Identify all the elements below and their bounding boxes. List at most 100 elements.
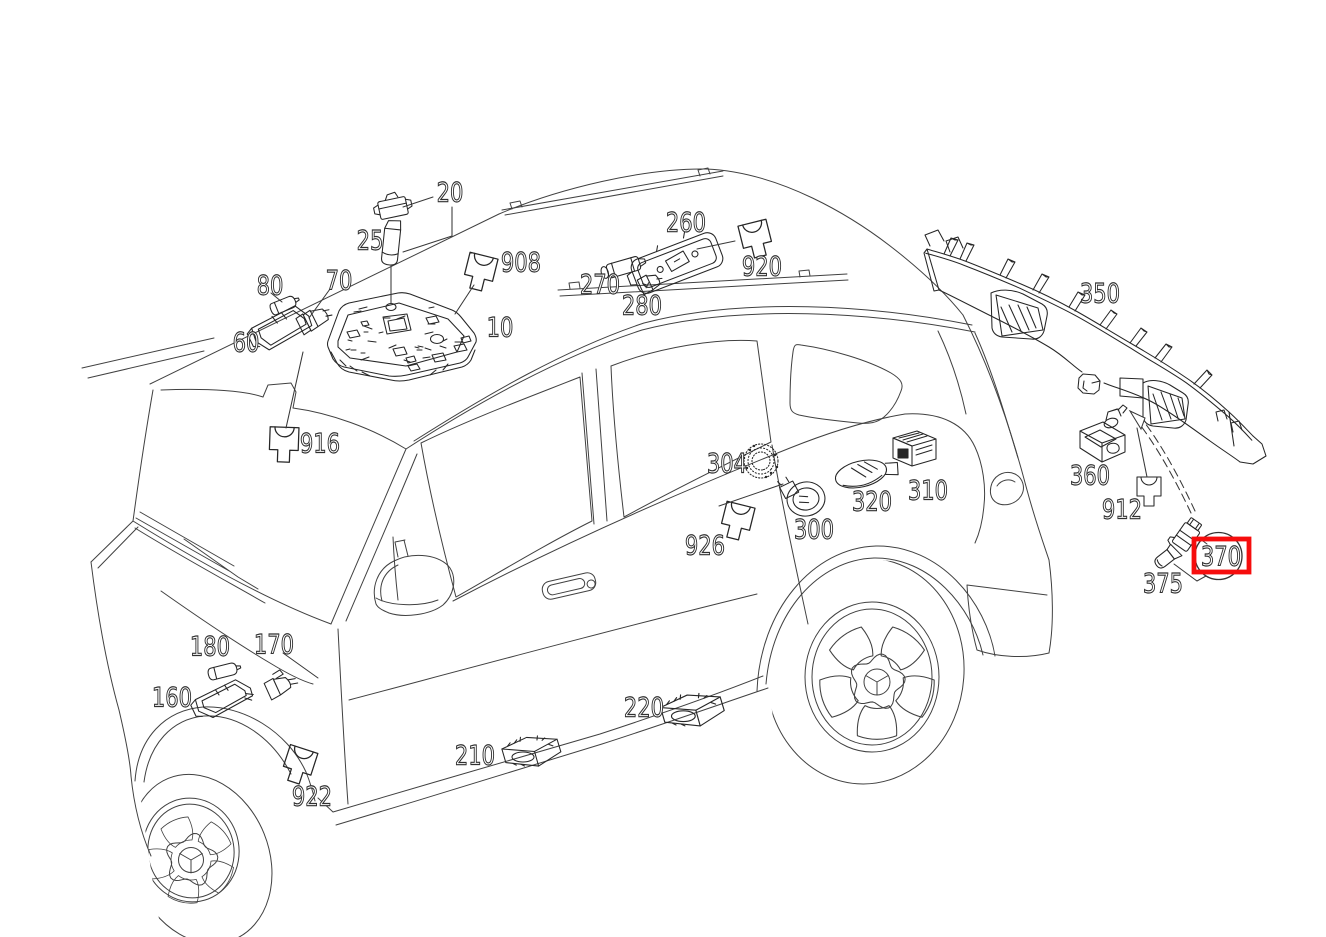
part-20-bulb-socket: [373, 191, 413, 220]
part-label-220[interactable]: 220: [623, 692, 664, 724]
drawing-line: [1084, 429, 1117, 448]
part-310-switch: [892, 430, 937, 467]
front-window-divider: [392, 536, 399, 601]
install-arrow-dashed-2: [1144, 422, 1196, 512]
part-label-304[interactable]: 304: [706, 448, 747, 480]
roof-rail-near-feet: [568, 269, 811, 290]
car-belt-line: [452, 413, 906, 602]
part-label-10[interactable]: 10: [486, 312, 514, 344]
leader-375-circle: [1173, 563, 1207, 582]
part-label-170[interactable]: 170: [253, 629, 294, 661]
rear-bumper: [966, 559, 1053, 658]
drawing-line: [382, 313, 412, 335]
drawing-line: [345, 306, 464, 363]
drawing-circle: [743, 443, 779, 479]
door-crease: [348, 593, 758, 701]
drawing-line: [798, 495, 810, 504]
drawing-line: [1106, 442, 1120, 454]
drawing-circle: [656, 265, 664, 273]
side-mirror-stem: [394, 539, 409, 558]
part-label-210[interactable]: 210: [454, 740, 495, 772]
drawing-line: [642, 277, 663, 289]
leader-20: [402, 196, 434, 208]
drawing-line: [295, 309, 319, 336]
drawing-line: [346, 315, 472, 372]
leader-908: [454, 284, 475, 315]
part-label-270[interactable]: 270: [579, 269, 620, 301]
part-label-922[interactable]: 922: [291, 781, 332, 813]
drawing-line: [884, 462, 899, 476]
part-180-bulb: [207, 662, 242, 681]
leader-920: [696, 240, 736, 250]
highlight-box: [1191, 536, 1252, 575]
part-label-360[interactable]: 360: [1069, 460, 1110, 492]
drawing-ellipse: [786, 481, 826, 517]
drawing-line: [842, 474, 883, 487]
part-label-912[interactable]: 912: [1101, 494, 1142, 526]
drawing-ellipse: [811, 608, 933, 746]
drawing-line: [339, 359, 449, 377]
drawing-line: [213, 665, 242, 680]
drawing-symbol: [892, 670, 939, 719]
drawing-line: [915, 444, 933, 456]
part-label-60[interactable]: 60: [232, 327, 260, 359]
car-b-pillar: [581, 368, 608, 525]
car-cowl: [132, 520, 332, 625]
drawing-line: [1077, 373, 1101, 395]
leader-170: [282, 652, 319, 679]
part-label-320[interactable]: 320: [851, 486, 892, 518]
drawing-line: [892, 430, 937, 447]
drawing-line: [995, 294, 1044, 337]
car-rear-shoulder: [904, 413, 986, 544]
drawing-line: [1215, 409, 1243, 433]
tail-lamp-inner: [996, 479, 1016, 487]
drawing-line: [263, 677, 292, 701]
part-label-180[interactable]: 180: [189, 631, 230, 663]
drawing-line: [911, 438, 937, 467]
leader-lines: [270, 196, 1208, 679]
drawing-line: [1156, 543, 1183, 567]
drawing-line: [1167, 518, 1200, 546]
part-label-926[interactable]: 926: [684, 530, 725, 562]
drawing-line: [923, 248, 940, 292]
part-label-908[interactable]: 908: [500, 247, 541, 279]
part-label-160[interactable]: 160: [151, 682, 192, 714]
drawing-ellipse: [429, 333, 445, 345]
drawing-line: [990, 289, 1048, 340]
drawing-ellipse: [834, 459, 888, 489]
part-label-350[interactable]: 350: [1079, 278, 1120, 310]
part-210-puddle-lamp: [500, 731, 563, 772]
drawing-circle: [745, 466, 749, 470]
part-label-310[interactable]: 310: [907, 475, 948, 507]
part-label-25[interactable]: 25: [356, 225, 384, 257]
hood-left-edge: [90, 520, 139, 569]
part-label-920[interactable]: 920: [741, 251, 782, 283]
clip-symbol-908: [461, 251, 499, 294]
drawing-symbol: [874, 623, 928, 675]
drawing-symbol: [146, 846, 176, 880]
drawing-line: [1152, 391, 1185, 421]
car-windshield-left: [132, 389, 154, 522]
front-wheel: [139, 773, 273, 937]
part-label-70[interactable]: 70: [325, 265, 353, 297]
part-label-80[interactable]: 80: [256, 270, 284, 302]
part-label-300[interactable]: 300: [793, 514, 834, 546]
drawing-line: [269, 295, 297, 316]
drawing-rect: [1187, 517, 1202, 531]
drawing-circle: [751, 451, 771, 471]
drawing-line: [1082, 380, 1101, 392]
roof-rail-near: [557, 273, 849, 297]
drawing-line: [850, 461, 878, 478]
part-label-20[interactable]: 20: [436, 177, 464, 209]
part-label-916[interactable]: 916: [299, 428, 340, 460]
drawing-circle: [748, 448, 752, 452]
part-label-280[interactable]: 280: [621, 290, 662, 322]
part-label-370[interactable]: 370: [1200, 541, 1241, 573]
rear-door-seam: [771, 444, 809, 625]
part-360-license-lamp: [1079, 404, 1128, 463]
part-label-375[interactable]: 375: [1142, 568, 1183, 600]
car-liftgate-far-edge: [962, 314, 1050, 561]
part-label-260[interactable]: 260: [665, 207, 706, 239]
drawing-circle: [775, 465, 779, 469]
